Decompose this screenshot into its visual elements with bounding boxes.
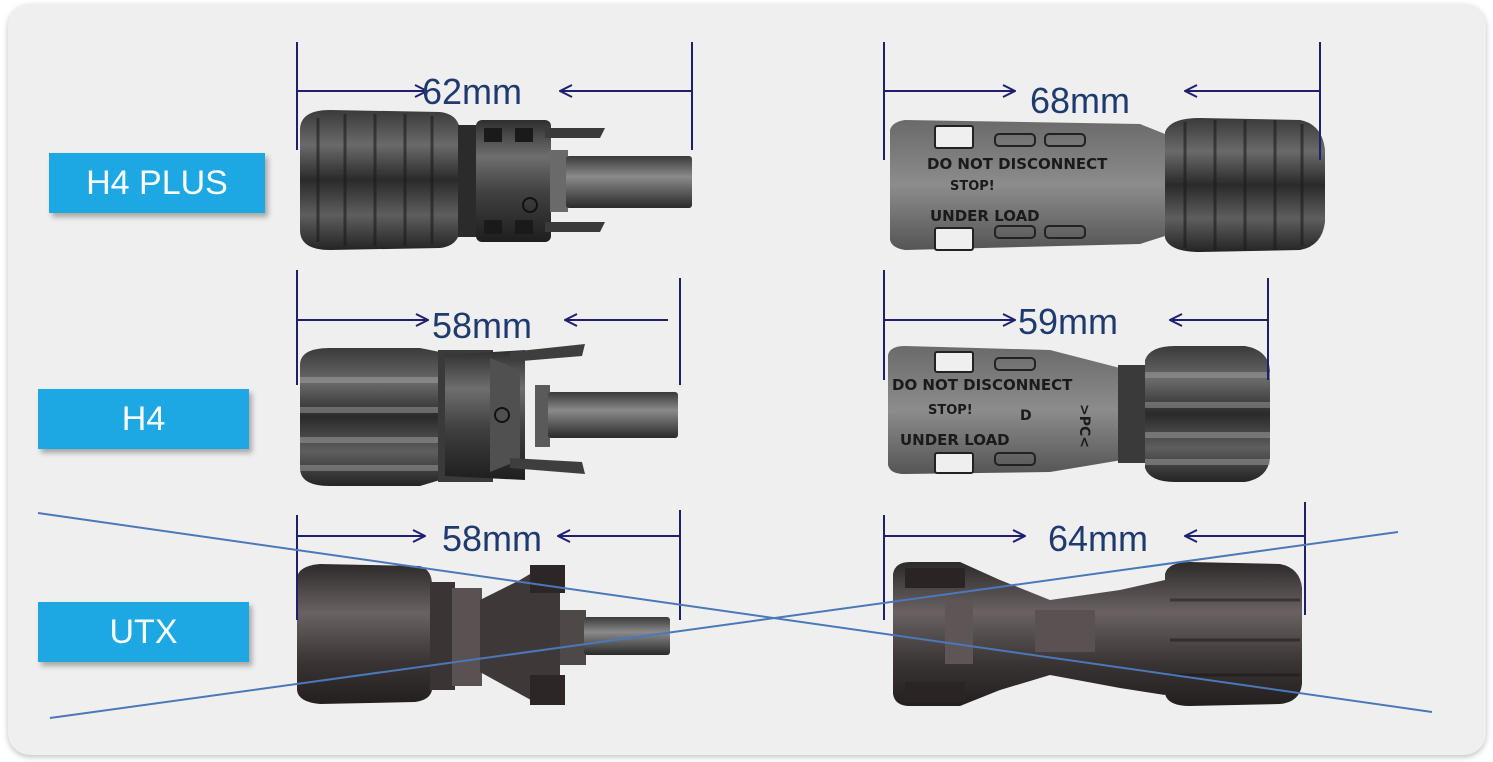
label-utx: UTX xyxy=(38,602,249,662)
label-h4-plus: H4 PLUS xyxy=(49,153,265,213)
marking-pc-h4: >PC< xyxy=(1076,404,1092,448)
h4-plus-female-connector: DO NOT DISCONNECT STOP! UNDER LOAD xyxy=(890,118,1325,252)
cross-line-descending xyxy=(37,512,1433,713)
utx-female-connector xyxy=(893,562,1302,706)
utx-male-connector xyxy=(297,564,670,705)
marking-stop-h4: STOP! xyxy=(928,403,973,418)
dim-label-h4plus-female: 68mm xyxy=(1030,80,1130,121)
marking-do-not-disconnect: DO NOT DISCONNECT xyxy=(927,155,1108,173)
h4-female-connector: DO NOT DISCONNECT STOP! D UNDER LOAD >PC… xyxy=(888,346,1270,482)
marking-under-load: UNDER LOAD xyxy=(930,207,1040,225)
dim-label-h4-male: 58mm xyxy=(432,305,532,346)
marking-under-load-h4: UNDER LOAD xyxy=(900,431,1010,449)
label-h4: H4 xyxy=(38,389,249,449)
utx-cross-out xyxy=(37,512,1433,719)
dim-label-utx-male: 58mm xyxy=(442,518,542,559)
marking-do-not-disconnect-h4: DO NOT DISCONNECT xyxy=(892,376,1073,394)
h4-male-connector xyxy=(300,344,678,486)
dim-label-h4-female: 59mm xyxy=(1018,301,1118,342)
marking-stop: STOP! xyxy=(950,179,995,194)
h4-plus-male-connector xyxy=(300,110,692,250)
cross-line-ascending xyxy=(49,531,1399,719)
dimension-lines xyxy=(296,42,1321,620)
dim-label-utx-female: 64mm xyxy=(1048,518,1148,559)
dim-label-h4plus-male: 62mm xyxy=(422,71,522,112)
marking-d-h4: D xyxy=(1020,408,1032,424)
